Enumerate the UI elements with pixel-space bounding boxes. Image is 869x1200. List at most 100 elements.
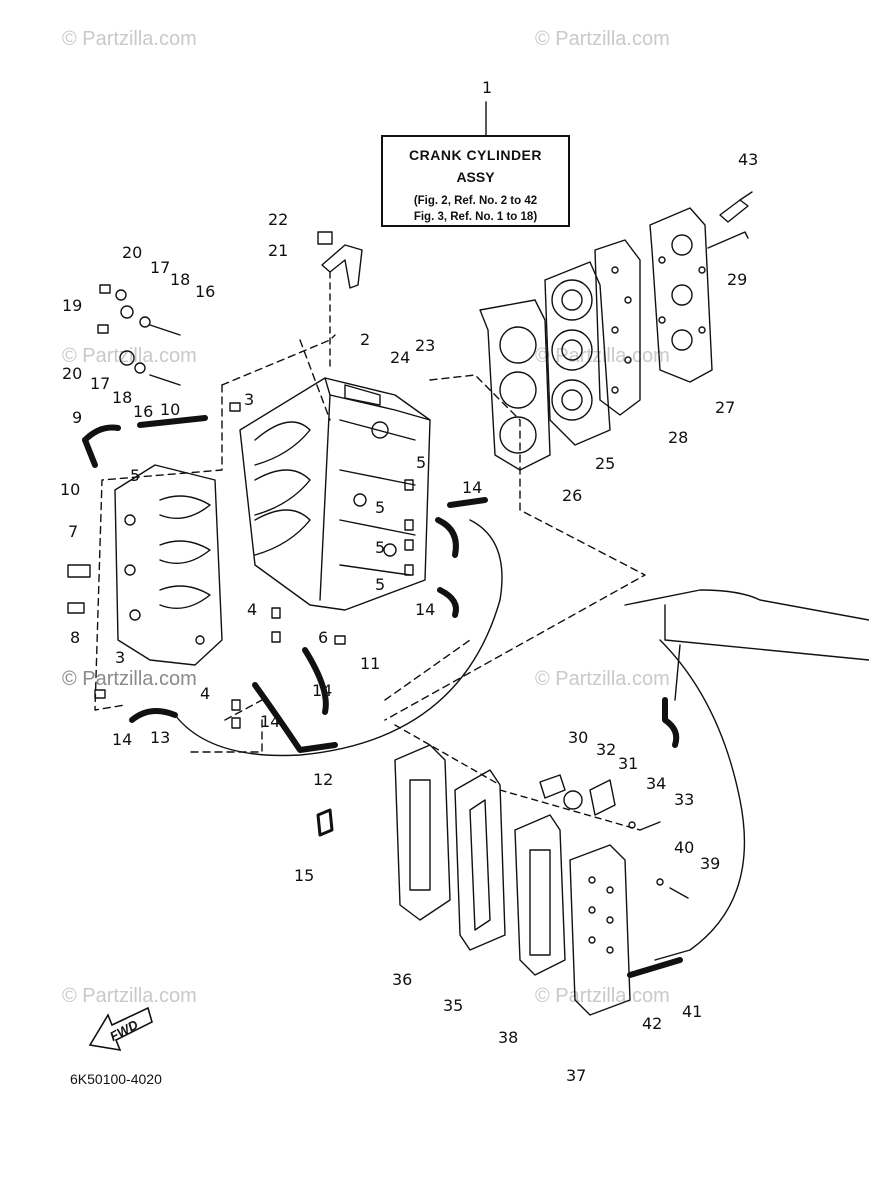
- cover-gasket: [594, 239, 641, 416]
- callout-10: 10: [60, 480, 81, 499]
- leader-line: [394, 724, 641, 831]
- callout-42: 42: [642, 1014, 663, 1033]
- cowling-outline: [624, 589, 869, 701]
- callout-17: 17: [90, 374, 111, 393]
- hose-9: [82, 437, 98, 468]
- watermark: © Partzilla.com: [535, 28, 670, 50]
- callout-28: 28: [668, 428, 689, 447]
- hose-12: [252, 682, 338, 753]
- callout-18: 18: [112, 388, 133, 407]
- callout-31: 31: [618, 754, 639, 773]
- assembly-outline: [299, 339, 646, 721]
- callout-7: 7: [68, 522, 79, 541]
- callout-13: 13: [150, 728, 171, 747]
- spark-plug: [719, 191, 753, 223]
- callout-5: 5: [130, 466, 141, 485]
- watermark: © Partzilla.com: [62, 985, 197, 1007]
- bolt-29: [707, 231, 749, 249]
- callout-14: 14: [415, 600, 436, 619]
- gasket-38: [514, 814, 566, 976]
- cover-37: [569, 844, 631, 1016]
- callout-12: 12: [313, 770, 334, 789]
- callout-26: 26: [562, 486, 583, 505]
- callout-18: 18: [170, 270, 191, 289]
- assembly-outline: [94, 384, 263, 753]
- callout-29: 29: [727, 270, 748, 289]
- callout-22: 22: [268, 210, 289, 229]
- callout-25: 25: [595, 454, 616, 473]
- assembly-outline: [224, 639, 471, 721]
- callout-43: 43: [738, 150, 759, 169]
- callout-39: 39: [700, 854, 721, 873]
- callout-15: 15: [294, 866, 315, 885]
- callout-14: 14: [112, 730, 133, 749]
- assembly-ref: (Fig. 2, Ref. No. 2 to 42 Fig. 3, Ref. N…: [383, 193, 568, 225]
- callout-2: 2: [360, 330, 371, 349]
- callout-1: 1: [482, 78, 493, 97]
- hose-14: [435, 517, 459, 558]
- callout-35: 35: [443, 996, 464, 1015]
- watermark: © Partzilla.com: [535, 668, 670, 690]
- callout-37: 37: [566, 1066, 587, 1085]
- head-gasket: [479, 299, 551, 471]
- cylinder-head-side: [114, 464, 223, 666]
- assembly-ref-line-1: (Fig. 2, Ref. No. 2 to 42: [413, 195, 538, 207]
- callout-5: 5: [375, 575, 386, 594]
- catalog-number: 6K50100-4020: [70, 1071, 162, 1087]
- fittings: [67, 402, 414, 729]
- crankcase-block: [239, 377, 431, 611]
- assembly-ref-line-2: Fig. 3, Ref. No. 1 to 18): [413, 211, 538, 223]
- callout-5: 5: [375, 538, 386, 557]
- hose-9: [82, 424, 121, 443]
- callout-32: 32: [596, 740, 617, 759]
- callout-10: 10: [160, 400, 181, 419]
- callout-16: 16: [133, 402, 154, 421]
- assembly-title: CRANK CYLINDER: [409, 147, 542, 163]
- bolt-22: [317, 231, 333, 245]
- long-hose: [654, 639, 746, 961]
- callout-41: 41: [682, 1002, 703, 1021]
- watermark: © Partzilla.com: [535, 345, 670, 367]
- hose-short: [662, 697, 680, 748]
- callout-16: 16: [195, 282, 216, 301]
- callout-27: 27: [715, 398, 736, 417]
- callout-20: 20: [122, 243, 143, 262]
- callout-19: 19: [62, 296, 83, 315]
- callout-14: 14: [260, 712, 281, 731]
- plate-35: [454, 769, 506, 951]
- callout-9: 9: [72, 408, 83, 427]
- callout-30: 30: [568, 728, 589, 747]
- watermark: © Partzilla.com: [62, 28, 197, 50]
- hose-13: [129, 708, 178, 723]
- cylinder-head: [544, 261, 611, 446]
- callout-40: 40: [674, 838, 695, 857]
- thermostat-parts: [539, 774, 689, 978]
- plug-15: [316, 808, 334, 837]
- hose-10: [137, 415, 208, 428]
- hose-11: [302, 647, 329, 715]
- long-hose: [174, 519, 503, 757]
- callout-3: 3: [244, 390, 255, 409]
- head-cover: [649, 207, 713, 383]
- callout-14: 14: [462, 478, 483, 497]
- callout-5: 5: [416, 453, 427, 472]
- callout-4: 4: [247, 600, 258, 619]
- callout-14: 14: [312, 681, 333, 700]
- callout-38: 38: [498, 1028, 519, 1047]
- callout-3: 3: [115, 648, 126, 667]
- callout-8: 8: [70, 628, 81, 647]
- bracket-21: [321, 244, 363, 289]
- fwd-arrow-icon: [88, 1006, 153, 1052]
- callout-33: 33: [674, 790, 695, 809]
- callout-4: 4: [200, 684, 211, 703]
- callout-24: 24: [390, 348, 411, 367]
- assembly-label-box: CRANK CYLINDER ASSY (Fig. 2, Ref. No. 2 …: [381, 135, 570, 227]
- callout-23: 23: [415, 336, 436, 355]
- watermark: © Partzilla.com: [535, 985, 670, 1007]
- watermark: © Partzilla.com: [62, 345, 197, 367]
- callout-17: 17: [150, 258, 171, 277]
- callout-5: 5: [375, 498, 386, 517]
- hardware-group: [97, 284, 181, 386]
- gasket-36: [394, 744, 451, 921]
